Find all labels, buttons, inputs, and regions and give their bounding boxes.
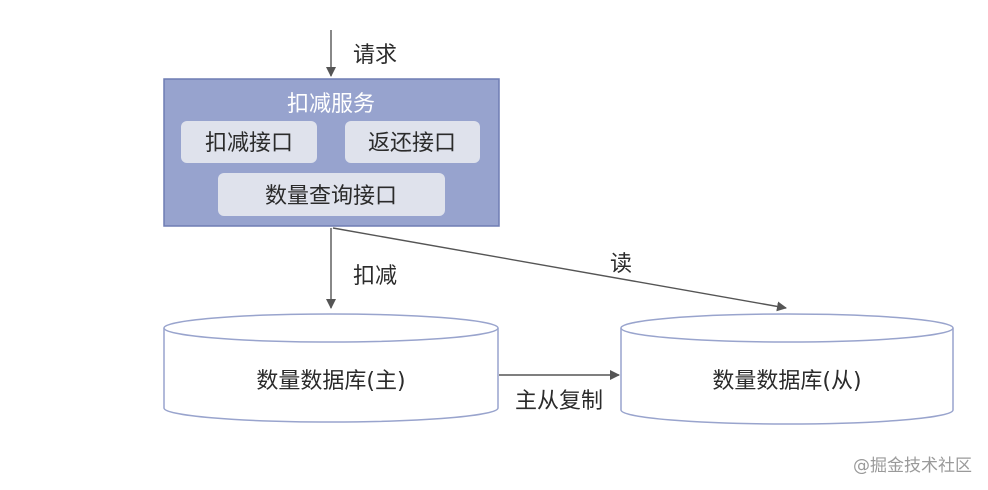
deduct-arrow-label: 扣减 [353,264,397,289]
return-interface-box: 返还接口 [345,121,480,163]
slave-database-label: 数量数据库(从) [712,369,861,394]
request-label: 请求 [353,43,397,68]
deduct-service-box: 扣减服务 扣减接口 返还接口 数量查询接口 [163,78,500,227]
master-database-cylinder: 数量数据库(主) [163,313,499,423]
read-arrow-label: 读 [610,252,632,277]
replication-label: 主从复制 [515,389,603,414]
query-interface-box: 数量查询接口 [218,173,445,216]
deduct-interface-label: 扣减接口 [205,131,293,156]
service-title: 扣减服务 [287,92,375,117]
return-interface-label: 返还接口 [368,131,456,156]
read-arrow [332,227,787,312]
slave-database-cylinder: 数量数据库(从) [620,313,954,425]
watermark: @掘金技术社区 [853,456,972,476]
query-interface-label: 数量查询接口 [265,184,397,209]
deduct-interface-box: 扣减接口 [181,121,317,163]
master-database-label: 数量数据库(主) [256,369,405,394]
